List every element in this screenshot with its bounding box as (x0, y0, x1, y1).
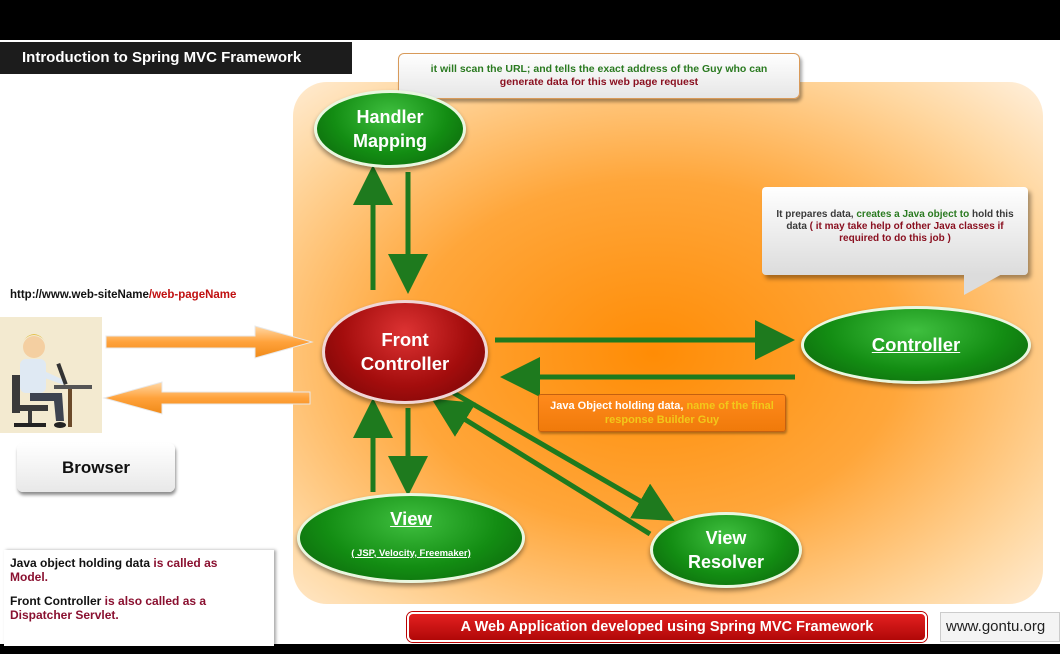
url-scan-callout: it will scan the URL; and tells the exac… (398, 53, 800, 99)
front-controller-node: Front Controller (322, 300, 488, 404)
controller-label: Controller (871, 334, 961, 355)
note-model-c: Model. (10, 570, 48, 584)
note-dispatcher-b: is also called as a (104, 594, 207, 608)
note-model: Java object holding data is called as Mod… (10, 556, 274, 584)
controller-callout-tail (964, 273, 1004, 295)
url-base: http://www.web-siteName (10, 289, 149, 301)
request-url: http://www.web-siteName/web-pageName (10, 289, 236, 301)
java-object-label: Java Object holding data, name of the fi… (538, 394, 786, 432)
arrow-browser-to-front (105, 325, 314, 359)
user-at-computer-image (0, 317, 102, 433)
view-technologies: ( JSP, Velocity, Freemaker) (351, 547, 471, 559)
view-node: View ( JSP, Velocity, Freemaker) (297, 493, 525, 583)
user-illustration (0, 317, 102, 433)
notes-box: Java object holding data is called as Mod… (4, 550, 274, 646)
controller-node: Controller (801, 306, 1031, 384)
handler-mapping-line2: Mapping (353, 131, 427, 151)
arrow-front-to-resolver (450, 389, 675, 522)
bottom-black-bar (0, 644, 1060, 654)
controller-callout: It prepares data, creates a Java object … (762, 187, 1028, 275)
callout-right-part1: It prepares data, (776, 209, 857, 220)
callout-top-line1: it will scan the URL; and tells the exac… (430, 63, 768, 75)
arrow-resolver-to-front (431, 398, 652, 537)
view-resolver-line1: View (705, 528, 747, 548)
callout-right-part2: creates a Java object to (856, 209, 970, 220)
note-model-a: Java object holding data (10, 556, 154, 570)
footer-banner: A Web Application developed using Spring… (407, 612, 927, 642)
view-resolver-line2: Resolver (687, 552, 765, 572)
front-controller-line1: Front (381, 329, 429, 350)
callout-right-part4: ( it may take help of other Java classes… (809, 221, 1004, 244)
front-controller-line2: Controller (360, 353, 450, 374)
top-black-bar (0, 0, 1060, 40)
java-object-text: Java Object holding data, (550, 400, 687, 412)
view-resolver-node: View Resolver (650, 512, 802, 588)
handler-mapping-node: Handler Mapping (314, 90, 466, 168)
site-url: www.gontu.org (940, 612, 1060, 642)
callout-top-line2: generate data for this web page request (499, 76, 699, 88)
java-object-highlight: name of the final response Builder Guy (604, 400, 774, 426)
note-model-b: is called as (153, 556, 218, 570)
arrow-front-to-browser (102, 381, 311, 415)
browser-label-box: Browser (17, 443, 175, 492)
view-label: View (390, 507, 432, 529)
handler-mapping-line1: Handler (356, 107, 424, 127)
url-path: /web-pageName (148, 289, 237, 301)
slide-title: Introduction to Spring MVC Framework (0, 42, 352, 74)
note-dispatcher-a: Front Controller (10, 594, 105, 608)
callout-right-part3: hold this data (786, 209, 1014, 232)
note-dispatcher-c: Dispatcher Servlet. (10, 608, 119, 622)
